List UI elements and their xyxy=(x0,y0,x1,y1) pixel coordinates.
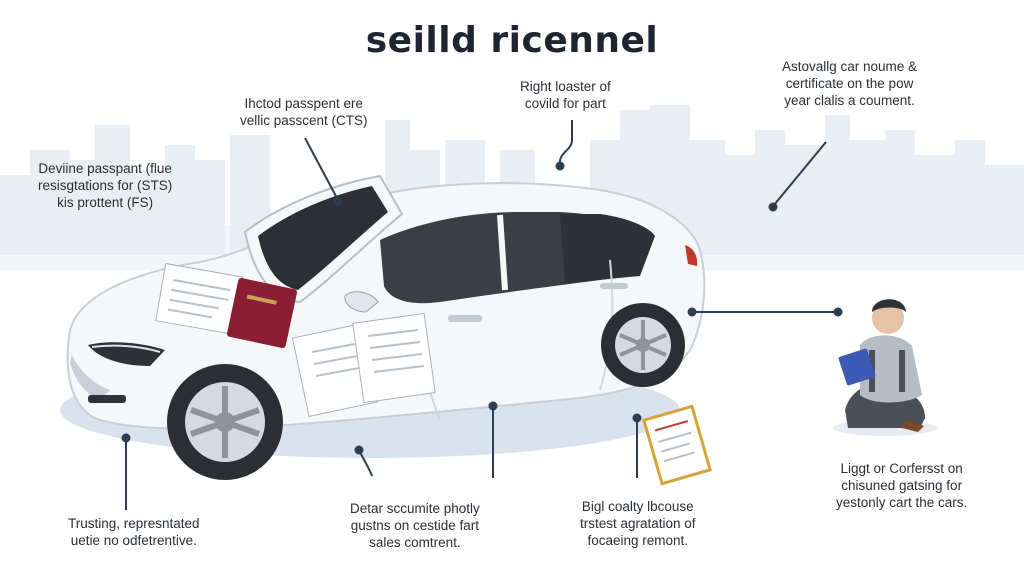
rear-wheel xyxy=(601,303,685,387)
car-illustration xyxy=(66,174,706,480)
front-wheel xyxy=(167,364,283,480)
callout-top-left: Deviine passpant (flue resisgtations for… xyxy=(38,161,173,210)
callout-bottom-right: Liggt or Corfersst on chisuned gatsing f… xyxy=(836,461,968,510)
document-icon xyxy=(642,404,712,486)
callout-bottom-center: Detar sccumite photly gustns on cestide … xyxy=(350,501,480,550)
callout-bottom-left: Trusting, represntated uetie no odfetren… xyxy=(68,516,200,548)
callout-bottom-center-right: Bigl coalty lbcouse trstest agratation o… xyxy=(580,499,696,548)
callout-top-center-left: Ihctod passpent ere vellic passcent (CTS… xyxy=(240,96,368,128)
passport-icon xyxy=(226,277,298,349)
callout-top-right: Astovallg car noume & certificate on the… xyxy=(782,59,918,108)
page-title: seilld ricennel xyxy=(365,20,659,61)
person-reading-icon xyxy=(833,299,937,436)
document-icon xyxy=(291,312,436,417)
callout-lines xyxy=(121,120,843,510)
callout-top-center: Right loaster of covild for part xyxy=(520,79,611,111)
